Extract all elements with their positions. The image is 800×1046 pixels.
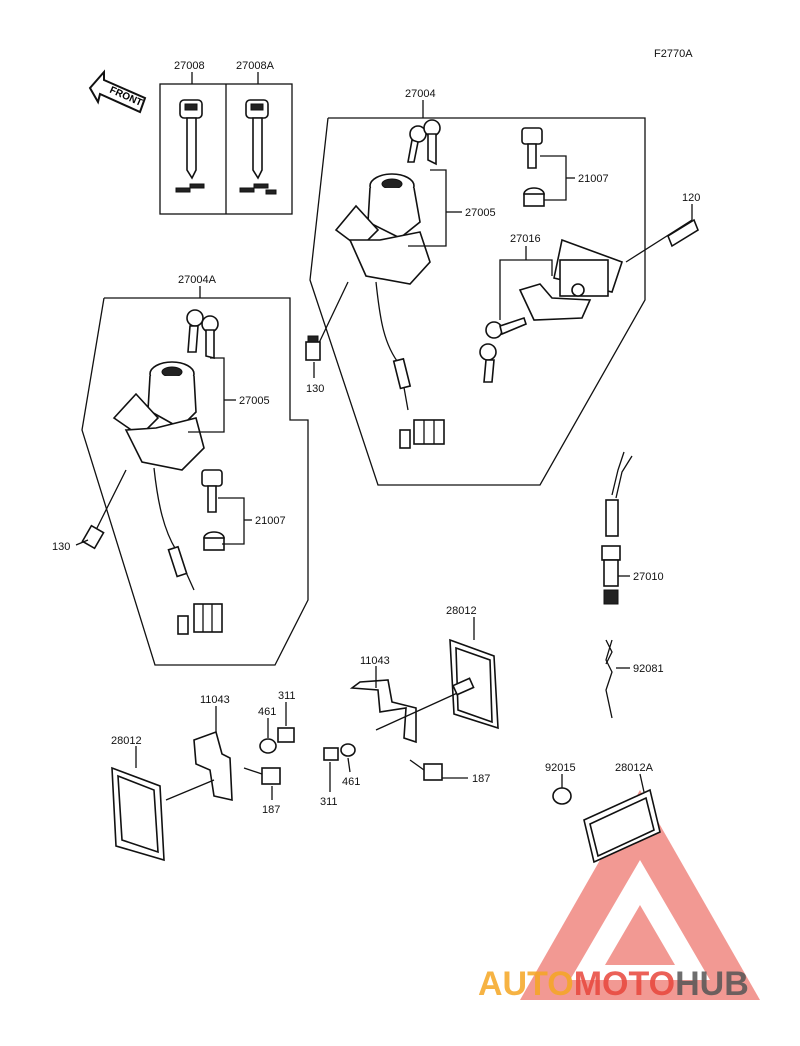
label-27005-upper: 27005 [465, 207, 496, 219]
label-27004: 27004 [405, 88, 436, 100]
label-27004A: 27004A [178, 274, 217, 286]
label-92015: 92015 [545, 762, 576, 774]
label-28012-left: 28012 [111, 735, 142, 747]
bolt-120 [625, 218, 699, 263]
watermark-hub: HUB [675, 965, 749, 1003]
watermark-auto: AUTO [478, 965, 574, 1003]
group-27004A: 27004A 27005 [52, 274, 309, 666]
svg-text:AUTOMOTOHUB: AUTOMOTOHUB [478, 965, 749, 1003]
reflector-assembly-left [111, 727, 295, 862]
nut-311-left [277, 727, 295, 743]
label-27005-lower: 27005 [239, 395, 270, 407]
key-27008 [175, 99, 205, 193]
label-27010: 27010 [633, 571, 664, 583]
label-187-left: 187 [262, 804, 280, 816]
keys-27004 [407, 119, 441, 166]
label-27016: 27016 [510, 233, 541, 245]
figure-code: F2770A [654, 48, 693, 60]
bolt-130-lower [81, 524, 105, 550]
label-92081: 92081 [633, 663, 664, 675]
label-28012A: 28012A [615, 762, 654, 774]
label-461-right: 461 [342, 776, 360, 788]
group-27004: 27004 27005 [305, 88, 700, 486]
watermark-logo [520, 790, 760, 1000]
label-11043-left: 11043 [200, 694, 230, 706]
ignition-switch-27005-lower [95, 361, 223, 635]
key-27008A [239, 99, 277, 195]
key-21007-lower [201, 469, 225, 551]
key-21007-upper [521, 127, 545, 207]
label-311-right: 311 [320, 796, 338, 808]
bolt-130-upper [305, 335, 321, 361]
label-28012-right: 28012 [446, 605, 477, 617]
label-27008A: 27008A [236, 60, 275, 72]
label-11043-right: 11043 [360, 655, 390, 667]
reflector-assembly-right [323, 638, 499, 781]
label-130-lower: 130 [52, 541, 70, 553]
bolt-187-left [243, 767, 281, 785]
label-311-left: 311 [278, 690, 296, 702]
label-21007-upper: 21007 [578, 173, 609, 185]
label-130-upper: 130 [306, 383, 324, 395]
switch-27010 [601, 451, 633, 605]
label-27008: 27008 [174, 60, 205, 72]
key-box: 27008 27008A [159, 60, 293, 215]
clamp-92081 [605, 639, 613, 719]
nut-311-right [323, 747, 339, 761]
front-arrow: FRONT [88, 69, 147, 114]
bolt-187-right [409, 759, 443, 781]
label-187-right: 187 [472, 773, 490, 785]
watermark-moto: MOTO [574, 965, 675, 1003]
keys-27004A [186, 309, 219, 360]
washer-461-left [259, 738, 277, 754]
label-21007-lower: 21007 [255, 515, 286, 527]
ignition-switch-27005-upper [317, 173, 445, 449]
label-461-left: 461 [258, 706, 276, 718]
label-120: 120 [682, 192, 700, 204]
seat-lock-27016 [479, 238, 624, 383]
washer-461-right [340, 743, 356, 757]
